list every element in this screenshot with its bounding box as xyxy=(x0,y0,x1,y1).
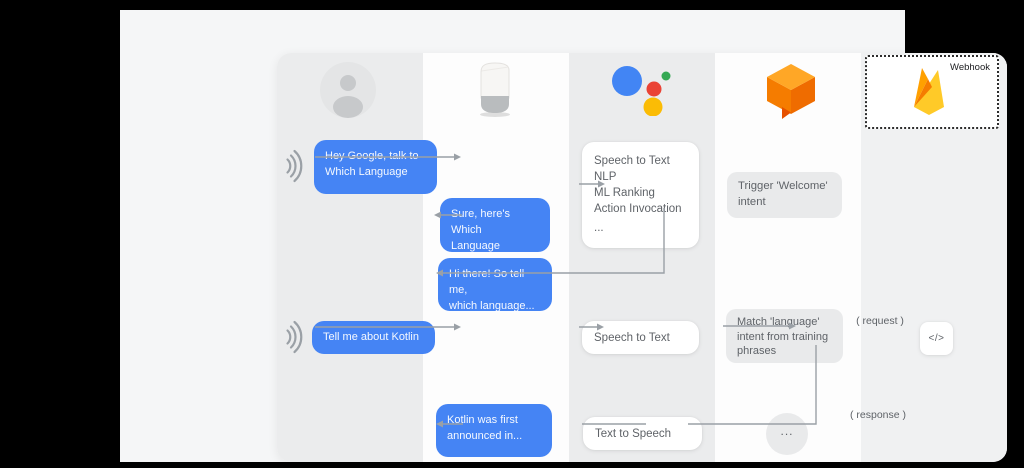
bubble-line: Which Language xyxy=(325,165,408,178)
card-label: Text to Speech xyxy=(595,427,672,440)
trigger-welcome-intent-card: Trigger 'Welcome' intent xyxy=(727,172,842,218)
avatar-shoulders xyxy=(333,96,363,118)
webhook-code-icon: </> xyxy=(920,322,953,355)
bubble-hi-there: Hi there! So tell me, which language... xyxy=(438,258,552,312)
bubble-line: Language xyxy=(451,239,500,252)
bubble-line: Tell me about Kotlin xyxy=(323,330,419,343)
card-label: Speech to Text xyxy=(594,331,670,344)
user-avatar-icon xyxy=(320,62,376,118)
google-assistant-icon xyxy=(612,66,671,116)
card-line: intent xyxy=(738,195,766,208)
sound-waves-icon xyxy=(286,149,303,183)
match-language-intent-card: Match 'language' intent from training ph… xyxy=(726,309,843,363)
code-glyph: </> xyxy=(928,333,945,344)
pipeline-line: Speech to Text xyxy=(594,155,670,167)
slide-background: Webhook Hey Google, talk to xyxy=(120,10,1007,462)
bubble-hey-google: Hey Google, talk to Which Language xyxy=(314,140,437,194)
ellipsis-glyph: ... xyxy=(780,424,794,438)
bubble-line: which language... xyxy=(449,299,535,312)
webhook-dotted-box: Webhook xyxy=(865,55,999,129)
bubble-line: Hey Google, talk to xyxy=(325,150,419,162)
speech-to-text-card: Speech to Text xyxy=(582,321,699,354)
card-line: Trigger 'Welcome' xyxy=(738,180,828,192)
firebase-icon xyxy=(914,68,944,115)
dialogflow-icon xyxy=(767,64,815,119)
avatar-head xyxy=(340,75,356,91)
pipeline-line: Action Invocation xyxy=(594,203,682,215)
text-to-speech-card: Text to Speech xyxy=(583,417,702,450)
bubble-tell-me-kotlin: Tell me about Kotlin xyxy=(312,321,435,354)
bubble-kotlin-was-first: Kotlin was first announced in... xyxy=(436,404,552,457)
pipeline-line: NLP xyxy=(594,171,617,183)
pipeline-line: ML Ranking xyxy=(594,187,655,199)
google-home-icon xyxy=(480,62,510,117)
card-line: Match 'language' xyxy=(737,316,820,328)
webhook-label: Webhook xyxy=(950,62,990,73)
bubble-line: Hi there! So tell me, xyxy=(449,268,525,296)
assistant-pipeline-card: Speech to Text NLP ML Ranking Action Inv… xyxy=(582,142,699,248)
response-label: ( response ) xyxy=(849,409,907,421)
ellipsis-node: ... xyxy=(766,413,808,455)
pipeline-line: ... xyxy=(594,222,604,234)
card-line: intent from training xyxy=(737,330,829,343)
bubble-line: Sure, here's Which xyxy=(451,208,510,236)
bubble-line: Kotlin was first xyxy=(447,414,518,426)
card-line: phrases xyxy=(737,345,777,358)
column-user xyxy=(277,53,423,462)
bubble-sure-heres: Sure, here's Which Language xyxy=(440,198,550,252)
sound-waves-icon xyxy=(286,320,303,354)
request-label: ( request ) xyxy=(856,315,904,327)
bubble-line: announced in... xyxy=(447,429,523,442)
